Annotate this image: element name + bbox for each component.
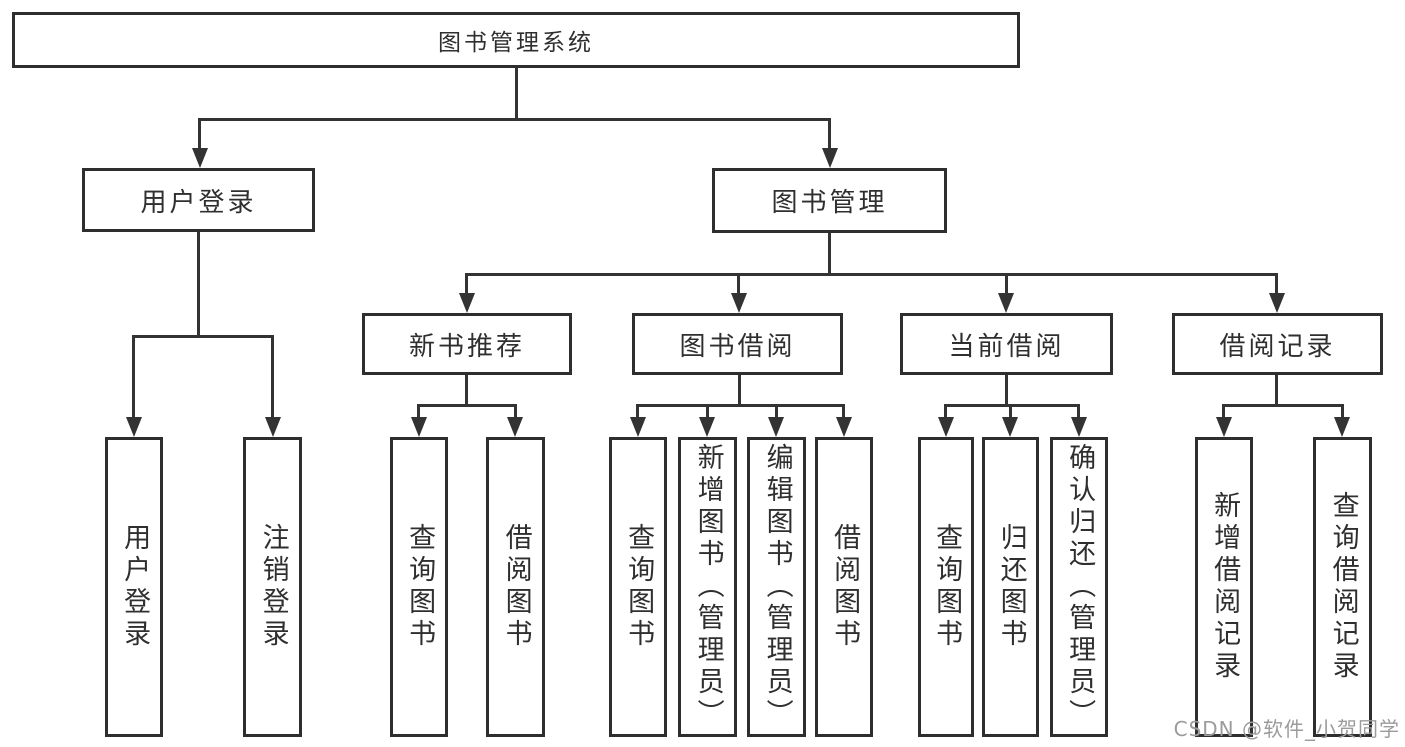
leaf-return-book: 归还图书: [982, 437, 1039, 737]
leaf-query-books-current-label: 查询图书: [931, 523, 963, 651]
connector-new-book-recommend-bar: [417, 404, 517, 407]
leaf-edit-book-admin-label: 编辑图书（管理员）: [761, 443, 793, 731]
node-borrow-records-label: 借阅记录: [1219, 331, 1336, 362]
leaf-logout-label: 注销登录: [257, 523, 289, 651]
node-root: 图书管理系统: [12, 12, 1020, 68]
leaf-borrow-books-recommend-label: 借阅图书: [500, 523, 532, 651]
connector-drop-borrow-books-recommend: [514, 404, 517, 423]
leaf-edit-book-admin: 编辑图书（管理员）: [747, 437, 806, 737]
arrow-leaf-logout-icon: [265, 417, 281, 437]
node-new-book-recommend-label: 新书推荐: [408, 331, 525, 362]
arrow-current-borrow-icon: [998, 293, 1014, 313]
connector-drop-query-books-recommend: [417, 404, 420, 423]
leaf-borrow-books-label: 借阅图书: [829, 523, 861, 651]
arrow-add-borrow-record-icon: [1216, 417, 1232, 437]
leaf-query-books-borrow-label: 查询图书: [623, 523, 655, 651]
csdn-watermark: CSDN @软件_小贺同学: [1173, 717, 1400, 741]
connector-level2-bar: [199, 118, 831, 121]
node-user-login: 用户登录: [82, 168, 315, 232]
node-user-login-label: 用户登录: [140, 187, 257, 218]
leaf-add-borrow-record: 新增借阅记录: [1195, 437, 1253, 737]
leaf-query-books-recommend: 查询图书: [390, 437, 448, 737]
connector-drop-leaf-logout: [271, 335, 274, 423]
leaf-confirm-return-admin: 确认归还（管理员）: [1050, 437, 1108, 737]
arrow-book-borrow-icon: [731, 293, 747, 313]
node-root-label: 图书管理系统: [438, 30, 594, 56]
leaf-query-borrow-record: 查询借阅记录: [1313, 437, 1372, 737]
leaf-add-book-admin: 新增图书（管理员）: [678, 437, 737, 737]
connector-drop-query-books-borrow: [636, 404, 639, 423]
leaf-borrow-books-recommend: 借阅图书: [486, 437, 545, 737]
arrow-query-books-recommend-icon: [411, 417, 427, 437]
leaf-add-book-admin-label: 新增图书（管理员）: [692, 443, 724, 731]
connector-book-management-stem: [828, 233, 831, 276]
arrow-query-books-current-icon: [938, 417, 954, 437]
arrow-user-login-icon: [192, 148, 208, 168]
connector-current-borrow-stem: [1005, 375, 1008, 407]
node-current-borrow: 当前借阅: [900, 313, 1113, 375]
arrow-leaf-user-login-icon: [126, 417, 142, 437]
connector-drop-query-borrow-record: [1341, 404, 1344, 423]
connector-borrow-records-bar: [1222, 404, 1344, 407]
connector-book-borrow-bar: [636, 404, 845, 407]
leaf-logout: 注销登录: [243, 437, 302, 737]
connector-user-login-bar: [132, 335, 274, 338]
connector-drop-add-book-admin: [706, 404, 709, 423]
connector-borrow-records-stem: [1275, 375, 1278, 407]
leaf-query-books-recommend-label: 查询图书: [404, 523, 436, 651]
connector-drop-confirm-return-admin: [1077, 404, 1080, 423]
arrow-edit-book-admin-icon: [768, 417, 784, 437]
arrow-borrow-books-icon: [836, 417, 852, 437]
connector-drop-book-management: [828, 118, 831, 152]
arrow-new-book-recommend-icon: [459, 293, 475, 313]
connector-drop-new-book-recommend: [465, 273, 468, 297]
connector-root-stem: [515, 68, 518, 121]
arrow-book-management-icon: [822, 148, 838, 168]
arrow-borrow-records-icon: [1269, 293, 1285, 313]
leaf-user-login-label: 用户登录: [119, 523, 151, 651]
arrow-confirm-return-admin-icon: [1071, 417, 1087, 437]
leaf-add-borrow-record-label: 新增借阅记录: [1209, 491, 1241, 683]
node-book-management: 图书管理: [712, 168, 947, 233]
arrow-query-books-borrow-icon: [630, 417, 646, 437]
leaf-query-books-borrow: 查询图书: [609, 437, 667, 737]
connector-book-borrow-stem: [738, 375, 741, 407]
connector-drop-query-books-current: [944, 404, 947, 423]
connector-drop-add-borrow-record: [1222, 404, 1225, 423]
connector-drop-borrow-records: [1275, 273, 1278, 297]
node-book-management-label: 图书管理: [771, 188, 888, 218]
node-borrow-records: 借阅记录: [1172, 313, 1383, 375]
node-book-borrow: 图书借阅: [632, 313, 843, 375]
leaf-confirm-return-admin-label: 确认归还（管理员）: [1064, 443, 1096, 731]
connector-drop-book-borrow: [737, 273, 740, 297]
arrow-query-borrow-record-icon: [1334, 417, 1350, 437]
leaf-user-login: 用户登录: [105, 437, 163, 737]
connector-drop-leaf-user-login: [132, 335, 135, 423]
connector-drop-return-book: [1009, 404, 1012, 423]
arrow-return-book-icon: [1002, 417, 1018, 437]
arrow-add-book-admin-icon: [699, 417, 715, 437]
connector-level3-bar: [465, 273, 1278, 276]
leaf-return-book-label: 归还图书: [995, 523, 1027, 651]
leaf-query-borrow-record-label: 查询借阅记录: [1327, 491, 1359, 683]
connector-current-borrow-bar: [944, 404, 1080, 407]
connector-drop-current-borrow: [1005, 273, 1008, 297]
connector-new-book-recommend-stem: [465, 375, 468, 407]
connector-drop-edit-book-admin: [775, 404, 778, 423]
connector-drop-borrow-books: [842, 404, 845, 423]
connector-drop-user-login: [198, 118, 201, 152]
leaf-query-books-current: 查询图书: [918, 437, 974, 737]
node-new-book-recommend: 新书推荐: [362, 313, 572, 375]
node-book-borrow-label: 图书借阅: [679, 331, 796, 362]
leaf-borrow-books: 借阅图书: [815, 437, 873, 737]
node-current-borrow-label: 当前借阅: [948, 331, 1065, 362]
arrow-borrow-books-recommend-icon: [507, 417, 523, 437]
connector-user-login-stem: [197, 232, 200, 338]
